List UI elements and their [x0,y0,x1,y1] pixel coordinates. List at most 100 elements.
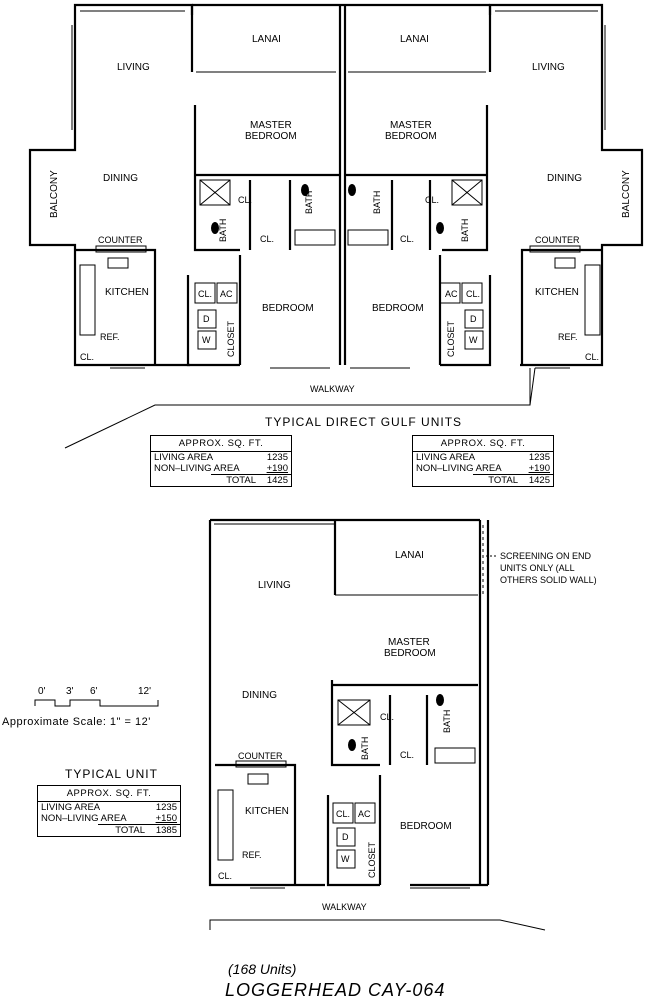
label-ref-typical: REF. [242,850,262,860]
label-balcony-left: BALCONY [49,170,60,218]
typical-outer-wall [208,520,325,887]
label-lanai-right: LANAI [400,34,429,45]
area-total-label: TOTAL [488,475,518,486]
scale-bar [34,699,159,707]
label-d-1: D [203,314,210,324]
label-closet-1: CLOSET [226,320,236,357]
screening-note-line-1: SCREENING ON END [500,551,592,561]
area-row: NON–LIVING AREA+150 [38,813,180,824]
area-row: NON–LIVING AREA +190 [413,463,553,474]
area-total-value: 1425 [266,475,288,486]
label-bedroom-typical: BEDROOM [400,821,452,832]
label-dining-left: DINING [103,173,138,184]
label-cl-4: CL. [425,195,439,205]
label-cl-typical-2: CL. [400,750,414,760]
screening-note-line-2: UNITS ONLY (ALL [500,563,575,573]
label-cl-7: CL. [198,289,212,299]
label-cl-6: CL. [585,352,599,362]
screening-note-line-3: OTHERS SOLID WALL) [500,575,597,585]
label-master-2-right: BEDROOM [385,131,437,142]
label-closet-typical: CLOSET [367,841,377,878]
label-bath-typical-1: BATH [442,710,452,733]
gulf-right-outer-wall [488,3,644,367]
scale-tick-3: 3' [66,686,74,697]
label-cl-typical-3: CL. [218,871,232,881]
label-bath-2: BATH [304,191,314,214]
label-d-2: D [470,314,477,324]
label-cl-3: CL. [400,234,414,244]
label-dining-typical: DINING [242,690,277,701]
label-master-1-right: MASTER [390,120,432,131]
label-bath-typical-2: BATH [360,737,370,760]
label-d-typical: D [342,832,349,842]
area-total-value: 1425 [528,475,550,486]
label-bath-4: BATH [460,219,470,242]
area-row-value: +150 [155,813,177,824]
label-dining-right: DINING [547,173,582,184]
area-row-value: +190 [528,463,550,474]
label-cl-typical-4: CL. [336,809,350,819]
area-table-gulf-right: APPROX. SQ. FT. LIVING AREA 1235 NON–LIVI… [412,435,554,487]
area-row: LIVING AREA 1235 [38,802,180,813]
label-w-typical: W [341,854,350,864]
label-living-typical: LIVING [258,580,291,591]
label-w-2: W [469,335,478,345]
label-living-left: LIVING [117,62,150,73]
scale-tick-12: 12' [138,686,151,697]
title-typical-unit: TYPICAL UNIT [65,767,158,781]
gulf-units-plan [28,3,644,449]
label-ac-1: AC [220,289,233,299]
area-row: NON–LIVING AREA +190 [151,463,291,474]
area-row-value: 1235 [528,452,550,463]
label-master-1-typical: MASTER [388,637,430,648]
label-cl-8: CL. [466,289,480,299]
area-row-label: LIVING AREA [41,802,101,813]
label-master-2-left: BEDROOM [245,131,297,142]
walkway-edge-bottom [209,919,546,931]
label-kitchen-left: KITCHEN [105,287,149,298]
label-cl-2: CL. [260,234,274,244]
label-ac-typical: AC [358,809,371,819]
area-row-value: +190 [266,463,288,474]
label-cl-5: CL. [80,352,94,362]
label-walkway-bottom: WALKWAY [322,902,367,912]
walkway-edge [64,368,531,449]
typical-unit-plan [208,518,546,931]
label-bath-3: BATH [372,191,382,214]
label-bedroom-left: BEDROOM [262,303,314,314]
label-kitchen-right: KITCHEN [535,287,579,298]
label-bedroom-right: BEDROOM [372,303,424,314]
area-row-value: 1235 [155,802,177,813]
label-counter-typical: COUNTER [238,751,283,761]
label-ref-right: REF. [558,332,578,342]
area-total-value: 1385 [155,825,177,836]
label-master-2-typical: BEDROOM [384,648,436,659]
label-lanai-typical: LANAI [395,550,424,561]
area-row-label: LIVING AREA [416,452,476,463]
label-lanai-left: LANAI [252,34,281,45]
label-balcony-right: BALCONY [621,170,632,218]
area-row-label: LIVING AREA [154,452,214,463]
label-bath-1: BATH [218,219,228,242]
scale-tick-0: 0' [38,686,46,697]
area-table-header: APPROX. SQ. FT. [413,436,553,452]
area-total-row: TOTAL 1425 [473,474,553,486]
scale-text: Approximate Scale: 1" = 12' [2,716,151,728]
area-row-label: NON–LIVING AREA [154,463,240,474]
label-living-right: LIVING [532,62,565,73]
area-table-header: APPROX. SQ. FT. [151,436,291,452]
label-counter-left: COUNTER [98,235,143,245]
title-gulf-units: TYPICAL DIRECT GULF UNITS [265,415,462,429]
label-cl-typical-1: CL. [380,712,394,722]
footer-name: LOGGERHEAD CAY-064 [225,980,445,1000]
area-row-label: NON–LIVING AREA [416,463,502,474]
label-w-1: W [202,335,211,345]
label-ac-2: AC [445,289,458,299]
label-ref-left: REF. [100,332,120,342]
area-row: LIVING AREA 1235 [413,452,553,463]
